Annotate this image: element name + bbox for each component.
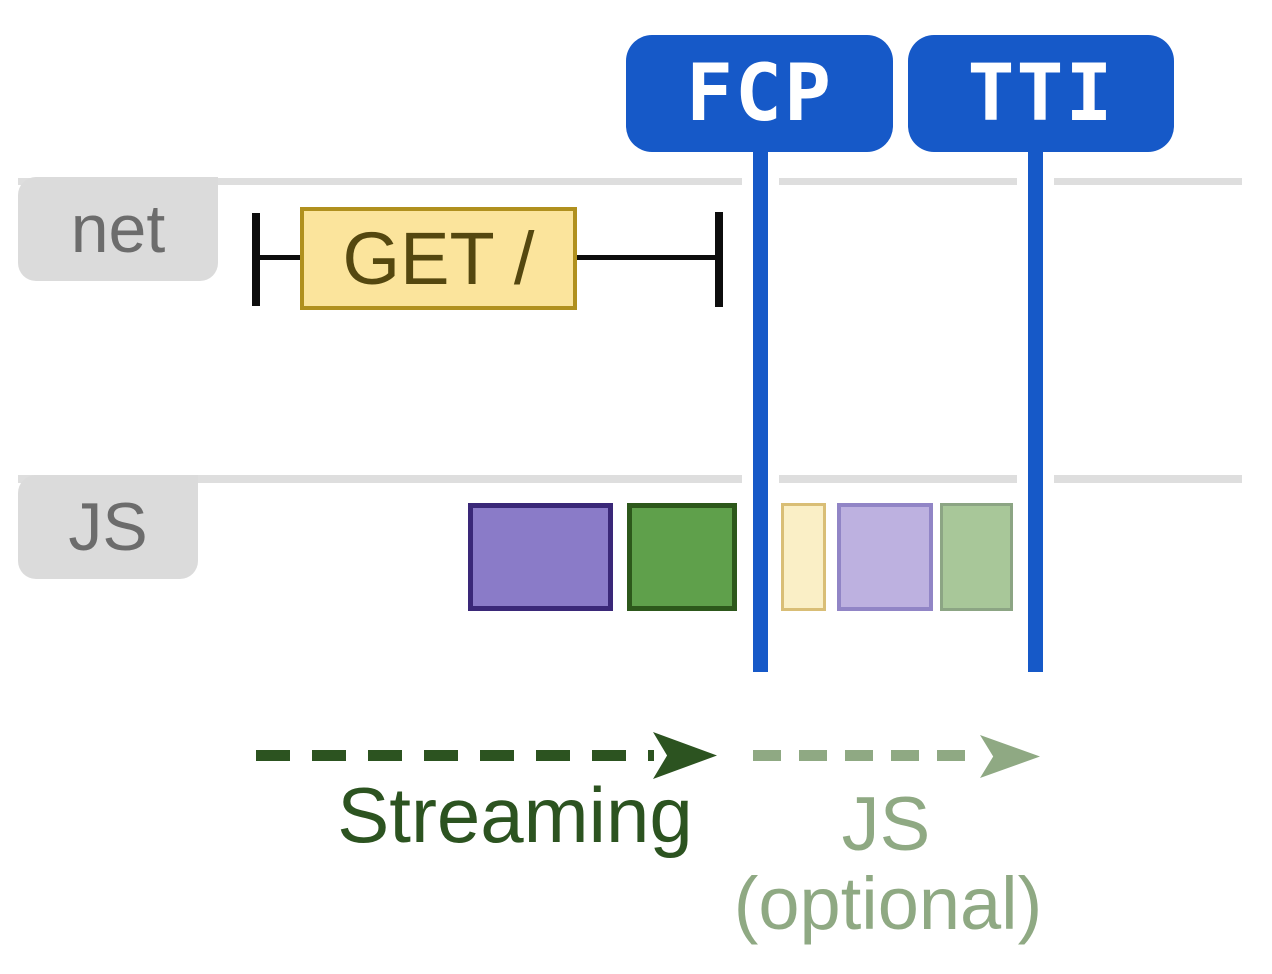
js-chunk-faded-yellow [781,503,826,611]
js-optional-phase-label: JS [841,782,931,867]
js-optional-arrowhead-icon [980,735,1040,778]
js-chunk-solid-purple [468,503,613,611]
net-track-line [18,178,1242,185]
tti-badge: TTI [908,35,1174,152]
js-chunk-faded-green [940,503,1013,611]
streaming-phase-label: Streaming [337,771,693,859]
fcp-badge-label: FCP [686,48,833,139]
fcp-badge: FCP [626,35,893,152]
get-request-box: GET / [300,207,577,310]
request-end-tick [715,212,723,307]
js-track-line [18,475,1242,483]
js-optional-phase-sublabel: (optional) [733,862,1043,945]
js-optional-arrow-dashes [753,750,981,761]
streaming-arrow-dashes [256,750,654,761]
js-chunk-solid-green [627,503,737,611]
get-request-label: GET / [342,216,535,300]
net-track-label: net [18,177,218,281]
fcp-marker-line [742,152,779,672]
request-connector-left [256,255,306,260]
js-track-label-text: JS [68,489,148,565]
net-track-label-text: net [70,191,166,267]
js-track-label: JS [18,475,198,579]
tti-badge-label: TTI [967,48,1115,139]
js-chunk-faded-purple [837,503,933,611]
tti-marker-line [1017,152,1054,672]
request-connector-right [573,255,719,260]
